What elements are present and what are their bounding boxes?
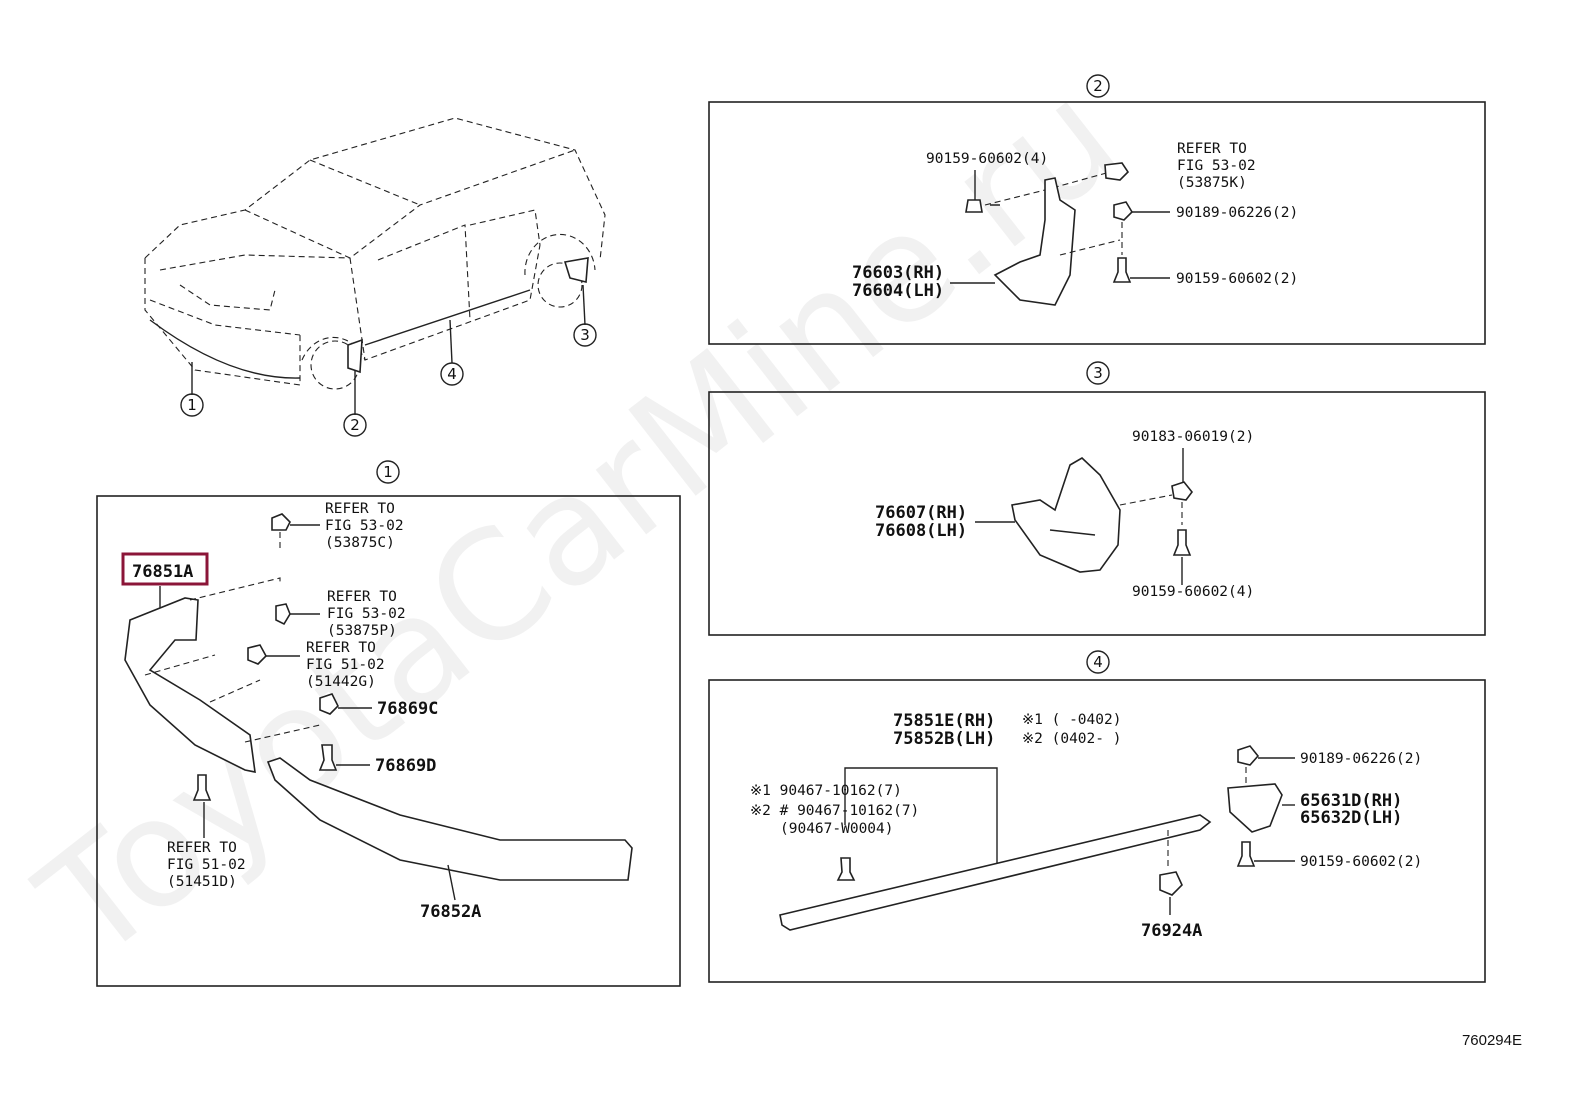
nut-90183: [1171, 481, 1194, 501]
callout-4-overview: 4: [440, 362, 464, 386]
bolt-bottom: [1112, 257, 1132, 283]
clip-90467: [836, 857, 856, 881]
nut-90189-p4: [1237, 745, 1260, 766]
svg-text:90159-60602(2): 90159-60602(2): [1300, 854, 1422, 870]
panel-2-front-mudguard: 2 90159-60602(4) REFER TO FIG 53-02 (538…: [708, 74, 1486, 345]
panel-3-rear-mudguard: 3 90183-06019(2) 90159-60602(4) 76607(RH…: [708, 361, 1486, 636]
nut-90189: [1113, 201, 1134, 221]
part-76607-label: 76607(RH): [875, 503, 967, 523]
svg-text:(53875P): (53875P): [327, 623, 397, 639]
bolt-76869d: [318, 744, 338, 771]
svg-text:(90467-W0004): (90467-W0004): [780, 821, 894, 837]
panel-4-frame: [708, 679, 1486, 983]
spoiler-upper-part: [124, 597, 256, 774]
bolt-90159: [1172, 529, 1192, 556]
svg-text:※2 (0402- ): ※2 (0402- ): [1022, 731, 1121, 747]
svg-text:FIG 51-02: FIG 51-02: [306, 657, 385, 673]
svg-text:2: 2: [350, 416, 360, 434]
svg-text:3: 3: [580, 326, 590, 344]
diagram-id: 760294E: [1461, 1032, 1522, 1049]
svg-text:(53875K): (53875K): [1177, 175, 1247, 191]
part-76851a-label: 76851A: [132, 562, 193, 582]
svg-text:FIG 53-02: FIG 53-02: [1177, 158, 1256, 174]
mudguard-76603: [993, 177, 1076, 306]
bolt-51451d: [192, 774, 212, 801]
svg-text:4: 4: [447, 365, 457, 383]
panel-3-frame: [708, 391, 1486, 636]
svg-text:REFER TO: REFER TO: [167, 840, 237, 856]
svg-text:1: 1: [187, 396, 197, 414]
callout-2-overview: 2: [343, 413, 367, 437]
svg-text:※1 90467-10162(7): ※1 90467-10162(7): [750, 783, 902, 799]
svg-text:90159-60602(4): 90159-60602(4): [1132, 584, 1254, 600]
svg-text:※2 # 90467-10162(7): ※2 # 90467-10162(7): [750, 803, 919, 819]
svg-text:65632D(LH): 65632D(LH): [1300, 808, 1402, 828]
callout-3: [1086, 361, 1110, 385]
panel-2-frame: [708, 101, 1486, 345]
part-76924a-label: 76924A: [1141, 921, 1202, 941]
callout-2-label: 2: [1093, 77, 1103, 95]
bolt-top-label: 90159-60602(4): [926, 151, 1048, 167]
part-76608-label: 76608(LH): [875, 521, 967, 541]
mudguard-76607: [1011, 457, 1121, 573]
nut-90183-label: 90183-06019(2): [1132, 429, 1254, 445]
callout-1-overview: 1: [180, 393, 204, 417]
clip-51442g: [247, 644, 267, 665]
part-75852b-label: 75852B(LH): [893, 729, 995, 749]
svg-text:FIG 51-02: FIG 51-02: [167, 857, 246, 873]
clip-76924a: [1159, 871, 1183, 896]
clip-53875k: [1104, 162, 1130, 181]
svg-text:REFER TO: REFER TO: [306, 640, 376, 656]
svg-text:65631D(RH): 65631D(RH): [1300, 791, 1402, 811]
svg-text:(53875C): (53875C): [325, 535, 395, 551]
part-76604-label: 76604(LH): [852, 281, 944, 301]
svg-text:FIG 53-02: FIG 53-02: [327, 606, 406, 622]
callout-3-overview: 3: [573, 323, 597, 347]
bolt-90159-p4: [1236, 841, 1256, 867]
svg-text:FIG 53-02: FIG 53-02: [325, 518, 404, 534]
part-75851e-label: 75851E(RH): [893, 711, 995, 731]
svg-text:REFER TO: REFER TO: [1177, 141, 1247, 157]
callout-4-label: 4: [1093, 653, 1103, 671]
panel-4-rocker-moulding: 4 75851E(RH) 75852B(LH) ※1 ( -0402) ※2 (…: [708, 650, 1486, 983]
svg-text:76869C: 76869C: [377, 699, 438, 719]
rocker-moulding: [779, 814, 1212, 931]
svg-text:90189-06226(2): 90189-06226(2): [1300, 751, 1422, 767]
callout-2: [1086, 74, 1110, 98]
callout-1: [376, 460, 400, 484]
panel-1-frame: [96, 495, 681, 987]
callout-4: [1086, 650, 1110, 674]
svg-text:REFER TO: REFER TO: [327, 589, 397, 605]
spoiler-lower-part: [266, 757, 633, 881]
mud-guard-65631d: [1227, 783, 1283, 833]
part-76852a-label: 76852A: [420, 902, 481, 922]
svg-text:90189-06226(2): 90189-06226(2): [1176, 205, 1298, 221]
clip-53875c: [271, 513, 291, 531]
svg-text:76869D: 76869D: [375, 756, 436, 776]
part-76603-label: 76603(RH): [852, 263, 944, 283]
svg-text:(51442G): (51442G): [306, 674, 376, 690]
highlight-box: [121, 552, 209, 586]
svg-text:REFER TO: REFER TO: [325, 501, 395, 517]
svg-text:(51451D): (51451D): [167, 874, 237, 890]
callout-1-label: 1: [383, 463, 393, 481]
car-overview: [144, 117, 606, 415]
panel-1-front-spoiler: 1 76851A REFER TO FIG 53-02 (53875C) REF…: [96, 460, 681, 987]
callout-3-label: 3: [1093, 364, 1103, 382]
clip-53875p: [275, 603, 291, 626]
svg-text:90159-60602(2): 90159-60602(2): [1176, 271, 1298, 287]
nut-76869c: [319, 693, 339, 715]
bolt-top: [965, 199, 1000, 213]
svg-text:※1 ( -0402): ※1 ( -0402): [1022, 712, 1121, 728]
